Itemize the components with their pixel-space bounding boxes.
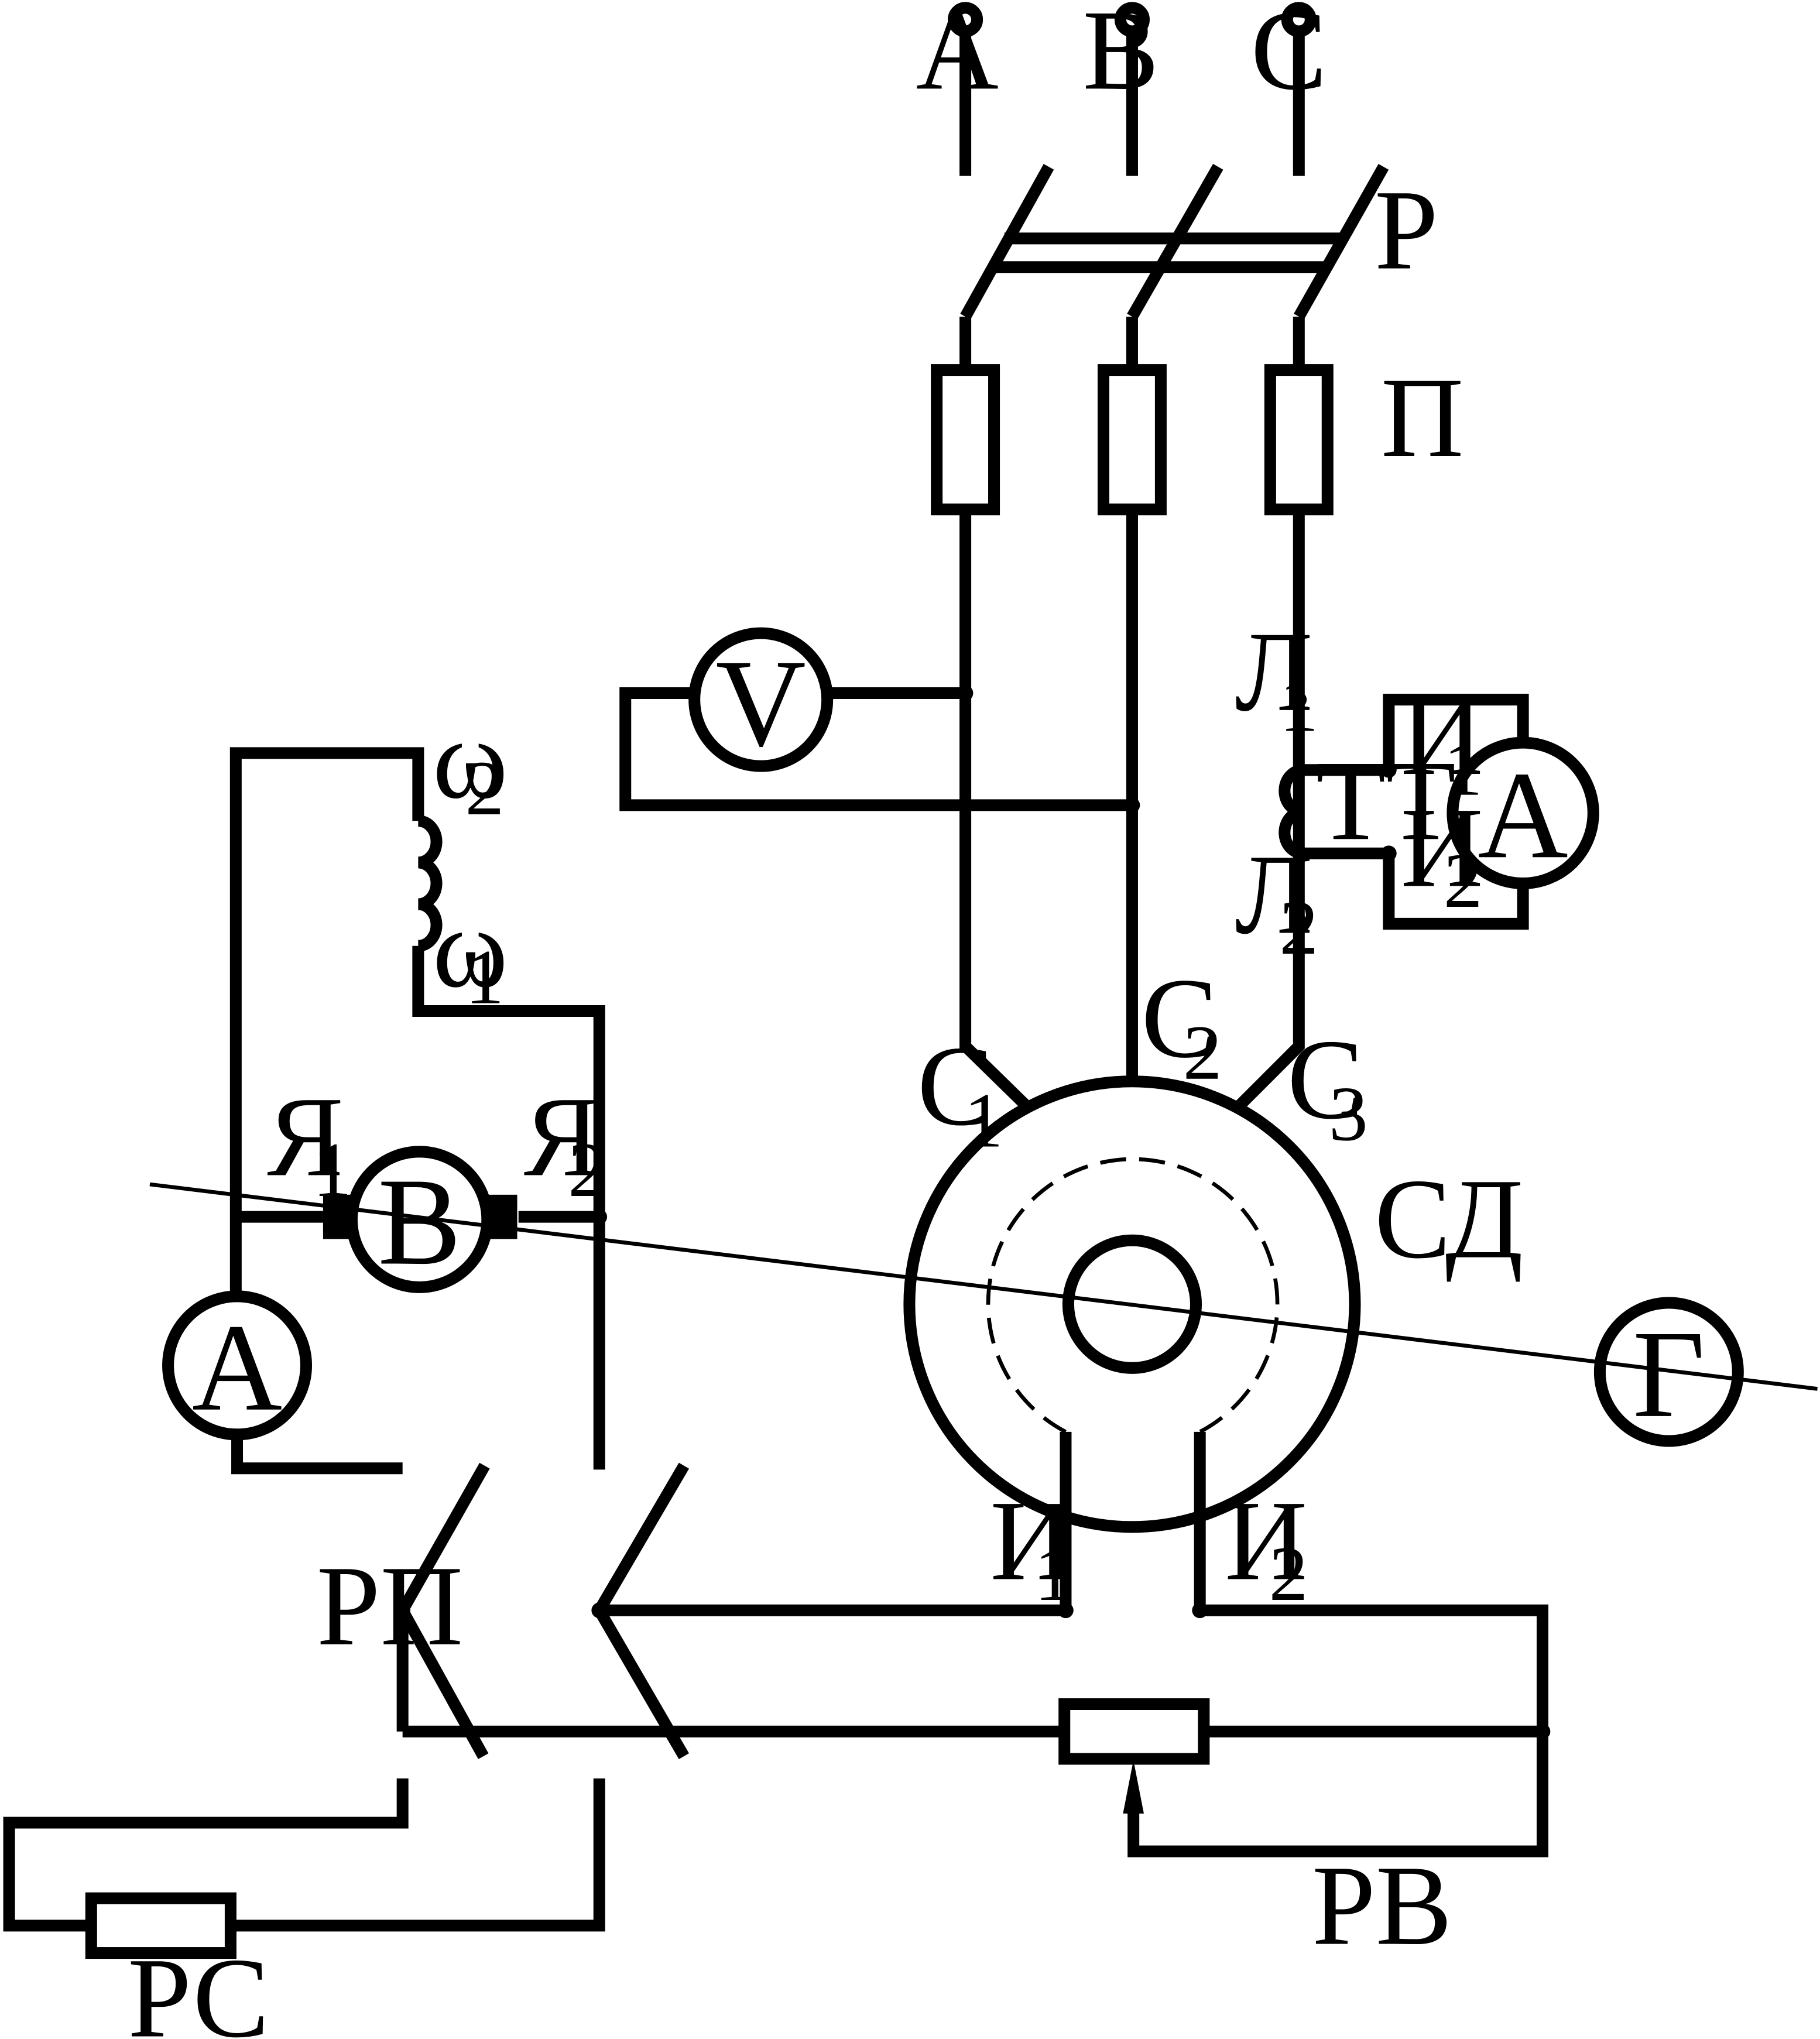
field-winding-coil (417, 815, 443, 952)
motor-c1-label: С (917, 1023, 994, 1150)
main-switch: Р (959, 163, 1438, 371)
ac-ammeter-circle (1447, 736, 1599, 889)
fuse-c (1264, 364, 1334, 516)
rheostat-slider-arrow (1123, 1760, 1144, 1814)
tachogenerator-label: Г (1633, 1305, 1705, 1444)
ct-i2-sub: 2 (1444, 837, 1483, 924)
rotor-dashed-circle (986, 1157, 1280, 1434)
motor-i1-label: И (990, 1477, 1072, 1604)
terminal-b-label: В (1082, 0, 1159, 114)
switch-label: Р (1375, 167, 1438, 294)
exciter-a1-sub: 1 (313, 1126, 352, 1213)
fuse-b (1097, 364, 1167, 516)
junction-dot (1291, 913, 1307, 929)
ct-i1-label: И (1400, 672, 1483, 799)
ct-l2-sub: 2 (1279, 884, 1318, 971)
voltmeter: V (619, 627, 1140, 813)
junction-dot (1291, 691, 1307, 708)
fuses: П (931, 354, 1463, 516)
voltmeter-label: V (716, 635, 806, 773)
motor-label: СД (1375, 1156, 1523, 1283)
shaft-line (149, 1182, 1818, 1391)
supply-terminals: А В С (916, 0, 1327, 176)
rheostat-body (1058, 1698, 1210, 1765)
junction-dot (1534, 1723, 1551, 1740)
exciter-label: В (378, 1153, 461, 1291)
reversing-switch-label: РП (317, 1543, 463, 1670)
motor-i2-sub: 2 (1269, 1530, 1308, 1617)
motor-c1-sub: 1 (964, 1077, 1003, 1163)
ct-l2-label: Л (1235, 831, 1313, 958)
motor-i1-sub: 1 (1034, 1530, 1074, 1617)
motor-c2-sub: 2 (1183, 1009, 1222, 1096)
voltmeter-circle (688, 627, 834, 772)
exciter-a2-label: Я (524, 1073, 601, 1200)
terminal-c-label: С (1250, 0, 1327, 114)
junction-dot (591, 1209, 608, 1225)
junction-dot (957, 685, 974, 701)
ct-l1-sub: 1 (1279, 662, 1318, 748)
ct-l1-label: Л (1235, 608, 1313, 735)
exciter-circle (345, 1146, 493, 1293)
synchronous-motor: С 1 С 2 С 3 СД И 1 И 2 (903, 955, 1523, 1619)
motor-c3-sub: 3 (1329, 1070, 1368, 1157)
exciter-a2-sub: 2 (568, 1126, 607, 1213)
rotor-circle (1062, 1234, 1202, 1374)
motor-i2-label: И (1225, 1477, 1307, 1604)
motor-c3-label: С (1287, 1016, 1364, 1143)
fuse-a (931, 364, 1000, 516)
ct-coil (1279, 764, 1389, 859)
field-rheostat-label: РВ (1312, 1842, 1452, 1969)
shaft: Г (149, 1182, 1818, 1447)
tachogenerator-circle (1593, 1297, 1744, 1447)
terminal-a-label: А (916, 0, 999, 114)
motor-c2-label: С (1142, 955, 1218, 1082)
ct-i1-sub: 1 (1444, 725, 1483, 812)
ct-i2-label: И (1400, 784, 1483, 911)
dc-ammeter: А (162, 1290, 403, 1475)
exciter-a1-label: Я (267, 1073, 344, 1200)
winding-w1-label: ω (433, 885, 508, 1012)
winding-w2-label: ω (433, 695, 508, 823)
reversing-switch: РП (317, 1462, 1066, 1760)
discharge-resistor-label: РС (128, 1934, 269, 2039)
dc-ammeter-label: А (192, 1299, 282, 1437)
discharge-resistor: РС (3, 1778, 605, 2039)
current-transformer: А Л 1 Л 2 И 1 И 2 ТТ (1235, 608, 1599, 971)
stator-circle (903, 1075, 1361, 1533)
winding-w2-sub: 2 (465, 745, 504, 831)
ac-ammeter-label: А (1478, 746, 1568, 885)
fuse-label: П (1381, 354, 1463, 481)
brush-a2 (488, 1194, 517, 1239)
field-rheostat: РВ (402, 1604, 1551, 1969)
ct-label: ТТ (1316, 737, 1456, 864)
winding-w1-sub: 1 (465, 934, 504, 1020)
exciter: В Я 1 Я 2 ω 2 ω 1 (229, 695, 608, 1470)
junction-dot (1124, 797, 1140, 813)
